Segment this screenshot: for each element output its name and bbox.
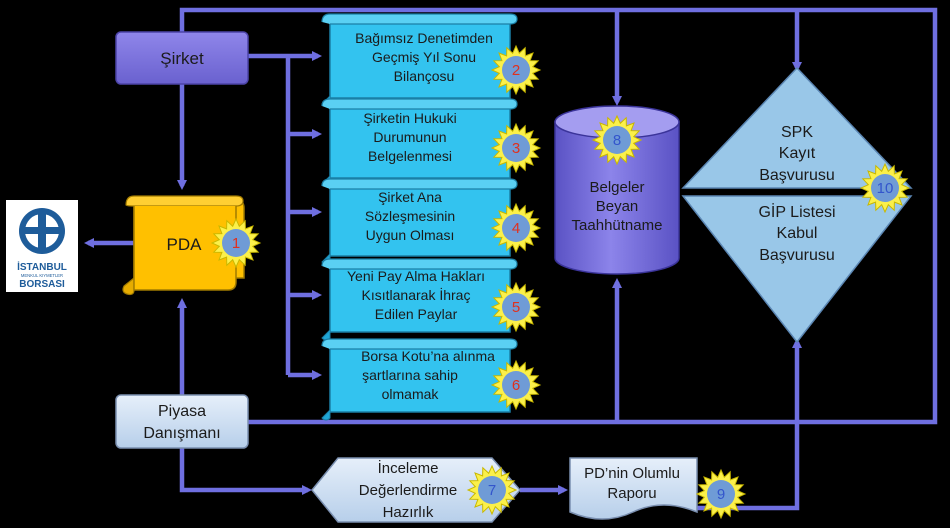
badge-core	[502, 56, 530, 84]
badge-number: 8	[613, 132, 621, 149]
connector-piyasa-to-inceleme	[179, 448, 312, 495]
badge-number: 5	[512, 299, 520, 316]
inceleme-line-2: Değerlendirme	[359, 482, 457, 499]
doc3-line-2: Durumunun	[373, 129, 446, 145]
badge-2: 2	[490, 44, 542, 96]
doc2-line-1: Bağımsız Denetimden	[355, 30, 493, 46]
badge-number: 1	[232, 235, 240, 252]
badge-core	[871, 174, 899, 202]
badge-9: 9	[695, 468, 747, 520]
badge-7: 7	[466, 464, 518, 516]
badge-8: 8	[591, 114, 643, 166]
badge-core	[603, 126, 631, 154]
gip-line-1: GİP Listesi	[758, 202, 835, 221]
inceleme-line-1: İnceleme	[378, 459, 439, 477]
doc2-line-3: Bilançosu	[394, 68, 455, 84]
badge-number: 6	[512, 377, 520, 394]
spk-line-2: Kayıt	[779, 145, 816, 162]
badge-5: 5	[490, 281, 542, 333]
connector-top-bus	[179, 7, 938, 425]
badge-core	[478, 476, 506, 504]
badge-4: 4	[490, 202, 542, 254]
doc2-line-2: Geçmiş Yıl Sonu	[372, 49, 476, 65]
doc4-line-3: Uygun Olması	[366, 227, 455, 243]
piyasa-danismani-box: Piyasa Danışmanı	[115, 394, 249, 449]
spk-line-1: SPK	[781, 124, 813, 141]
cylinder-line-1: Belgeler	[589, 179, 644, 196]
doc6-line-3: olmamak	[382, 386, 440, 402]
doc-scroll-4: Şirket Ana Sözleşmesinin Uygun Olması	[321, 178, 518, 265]
doc4-line-1: Şirket Ana	[378, 189, 442, 205]
spk-gip-diamond: SPK Kayıt Başvurusu GİP Listesi Kabul Ba…	[681, 66, 913, 344]
doc4-line-2: Sözleşmesinin	[365, 208, 455, 224]
doc5-line-1: Yeni Pay Alma Hakları	[347, 268, 485, 284]
rapor-document: PD’nin Olumlu Raporu	[569, 457, 698, 520]
doc6-line-1: Borsa Kotu’na alınma	[361, 348, 495, 364]
badge-1: 1	[210, 217, 262, 269]
cylinder-line-2: Beyan	[596, 198, 639, 215]
badge-10: 10	[859, 162, 911, 214]
doc-scroll-2: Bağımsız Denetimden Geçmiş Yıl Sonu Bila…	[321, 13, 518, 107]
connectors	[84, 7, 938, 511]
rapor-line-2: Raporu	[607, 485, 656, 502]
pda-scroll: PDA	[122, 195, 245, 296]
doc-scroll-6: Borsa Kotu’na alınma şartlarına sahip ol…	[321, 338, 518, 421]
doc3-line-3: Belgelenmesi	[368, 148, 452, 164]
rapor-line-1: PD’nin Olumlu	[584, 465, 680, 482]
badge-number: 4	[512, 220, 520, 237]
doc-scroll-5: Yeni Pay Alma Hakları Kısıtlanarak İhraç…	[321, 258, 518, 341]
piyasa-label-line-2: Danışmanı	[143, 425, 220, 442]
badge-number: 9	[717, 486, 725, 503]
doc-scroll-3: Şirketin Hukuki Durumunun Belgelenmesi	[321, 98, 518, 187]
sirket-label: Şirket	[160, 49, 204, 68]
badge-core	[502, 293, 530, 321]
doc5-line-2: Kısıtlanarak İhraç	[362, 286, 471, 303]
borsa-logo-text-1: İSTANBUL	[17, 260, 67, 273]
doc5-line-3: Edilen Paylar	[375, 306, 458, 322]
gip-line-2: Kabul	[777, 225, 818, 242]
badge-number: 10	[877, 180, 894, 197]
badge-number: 7	[488, 482, 496, 499]
piyasa-label-line-1: Piyasa	[158, 403, 206, 420]
spk-line-3: Başvurusu	[759, 167, 835, 184]
inceleme-line-3: Hazırlık	[383, 504, 434, 521]
borsa-logo: İSTANBUL MENKUL KIYMETLER BORSASI	[6, 200, 78, 292]
borsa-logo-text-2: MENKUL KIYMETLER	[21, 273, 63, 278]
badge-core	[707, 480, 735, 508]
badge-core	[222, 229, 250, 257]
doc3-line-1: Şirketin Hukuki	[363, 110, 456, 126]
step-badges: 1 2 3 4 5 6 7 8 9 10	[210, 44, 911, 520]
pda-label: PDA	[167, 235, 203, 254]
badge-number: 2	[512, 62, 520, 79]
badge-6: 6	[490, 359, 542, 411]
sirket-box: Şirket	[115, 31, 249, 85]
doc6-line-2: şartlarına sahip	[362, 367, 458, 383]
badge-core	[502, 214, 530, 242]
badge-number: 3	[512, 140, 520, 157]
cylinder-line-3: Taahhütname	[572, 217, 663, 234]
borsa-logo-text-3: BORSASI	[19, 279, 65, 290]
badge-3: 3	[490, 122, 542, 174]
badge-core	[502, 134, 530, 162]
gip-line-3: Başvurusu	[759, 247, 835, 264]
badge-core	[502, 371, 530, 399]
inceleme-hexagon: İnceleme Değerlendirme Hazırlık	[311, 457, 521, 523]
